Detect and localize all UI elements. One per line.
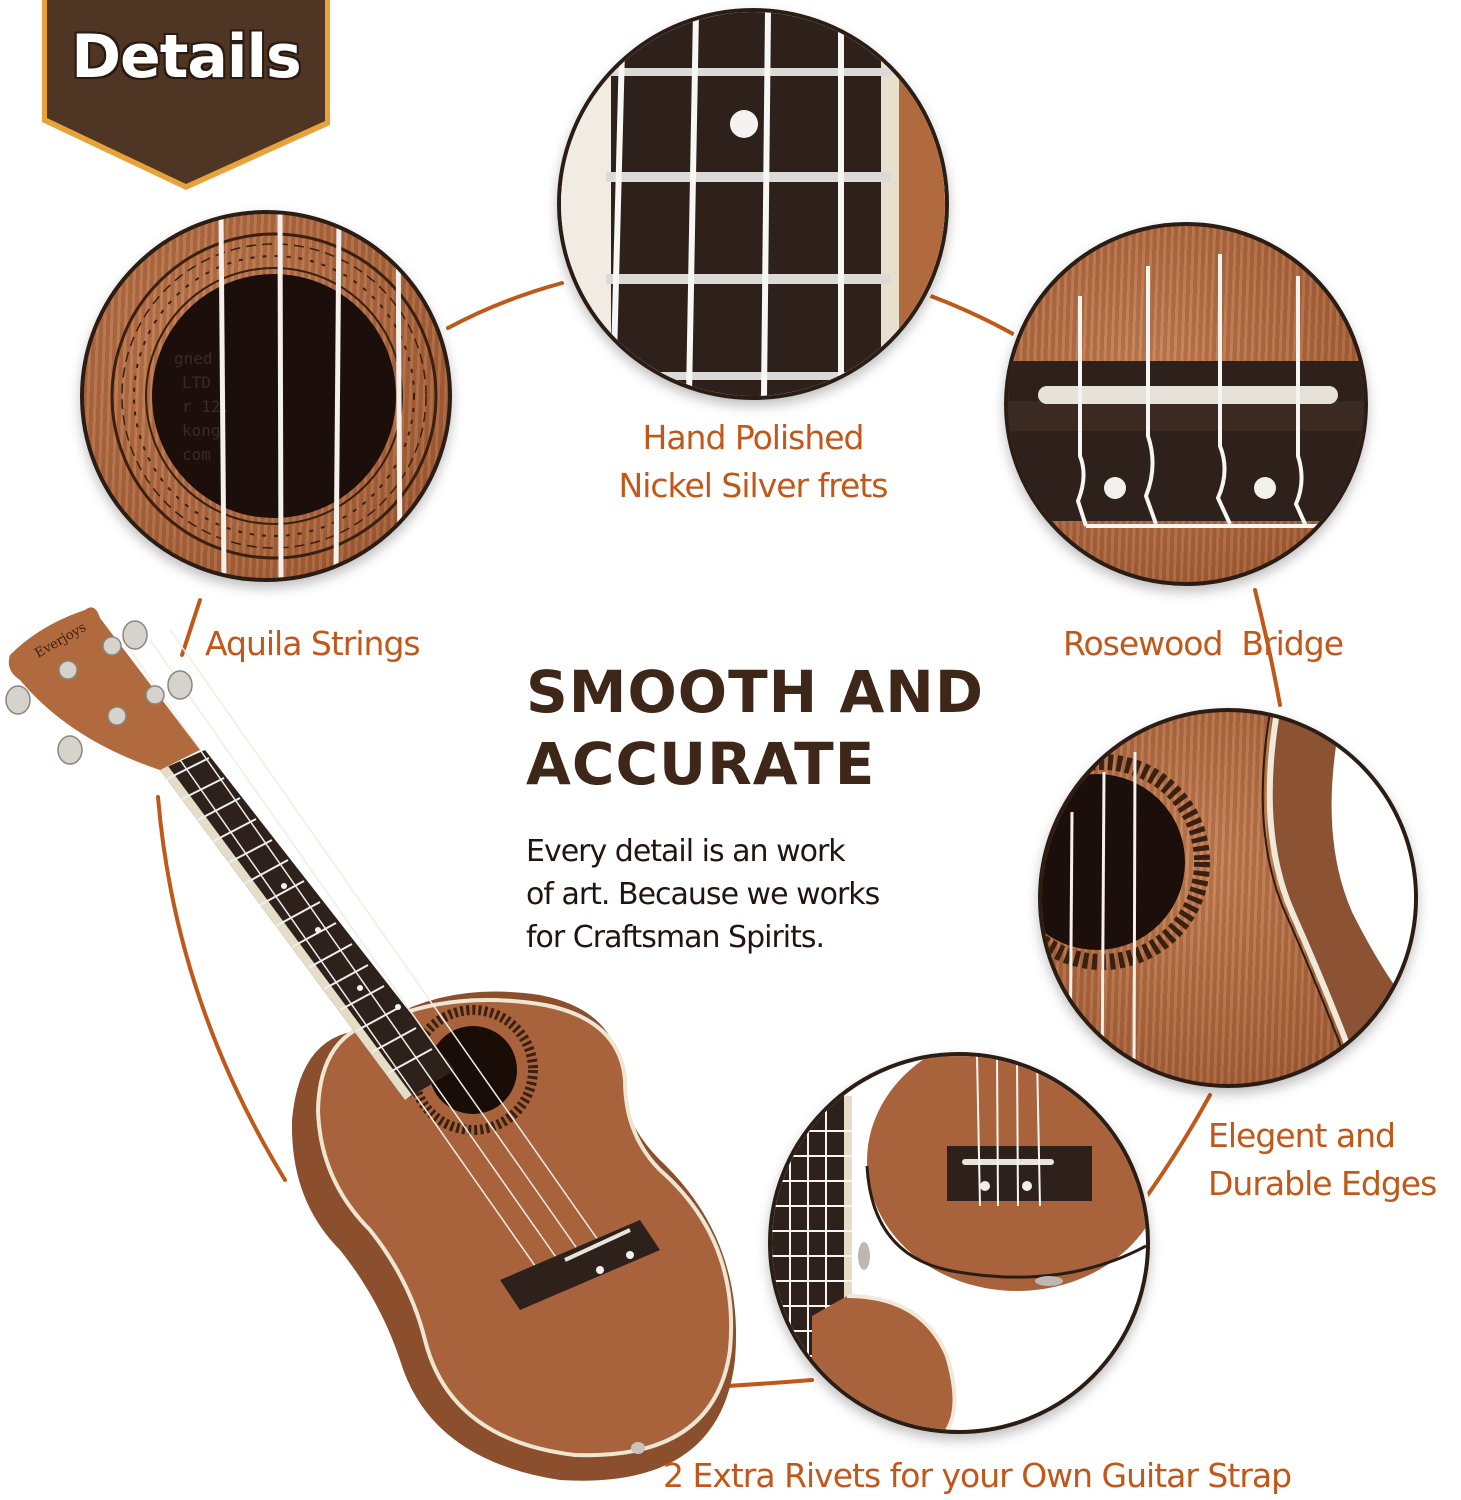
rosette-icon: gned LTD r 12, kong com: [110, 214, 438, 578]
soundhole-detail-image: gned LTD r 12, kong com: [80, 210, 452, 582]
label-aquila-strings: Aquila Strings: [205, 624, 421, 663]
description: Every detail is an work of art. Because …: [526, 830, 880, 959]
headline: SMOOTH AND ACCURATE: [526, 656, 984, 800]
label-frets-line1: Hand Polished: [642, 418, 865, 457]
strap-rivet-icon: [772, 1056, 1146, 1430]
edge-binding-icon: [1042, 712, 1414, 1084]
headline-line1: SMOOTH AND: [526, 658, 984, 726]
rivets-detail-image: [768, 1052, 1150, 1434]
label-rivets: 2 Extra Rivets for your Own Guitar Strap: [663, 1456, 1292, 1495]
svg-text:LTD: LTD: [182, 373, 211, 392]
description-line3: for Craftsman Spirits.: [526, 920, 825, 955]
svg-text:com: com: [182, 445, 211, 464]
edges-detail-image: [1038, 708, 1418, 1088]
label-rosewood-bridge: Rosewood Bridge: [1063, 624, 1344, 663]
badge-title: Details: [71, 22, 302, 92]
label-edges: Elegent and Durable Edges: [1208, 1112, 1437, 1208]
description-line2: of art. Because we works: [526, 877, 880, 912]
bridge-detail-image: [1004, 222, 1368, 586]
fretboard-icon: [561, 12, 945, 396]
label-frets: Hand Polished Nickel Silver frets: [603, 414, 903, 510]
label-edges-line2: Durable Edges: [1208, 1164, 1437, 1203]
description-line1: Every detail is an work: [526, 834, 846, 869]
svg-text:kong: kong: [182, 421, 221, 440]
svg-text:gned: gned: [174, 349, 213, 368]
svg-text:r 12,: r 12,: [182, 397, 230, 416]
headline-line2: ACCURATE: [526, 730, 876, 798]
ukulele-image: Everjoys: [5, 607, 737, 1481]
label-frets-line2: Nickel Silver frets: [618, 466, 889, 505]
bridge-icon: [1008, 254, 1364, 528]
frets-detail-image: [557, 8, 949, 400]
label-edges-line1: Elegent and: [1208, 1116, 1396, 1155]
details-badge: [42, 0, 330, 190]
